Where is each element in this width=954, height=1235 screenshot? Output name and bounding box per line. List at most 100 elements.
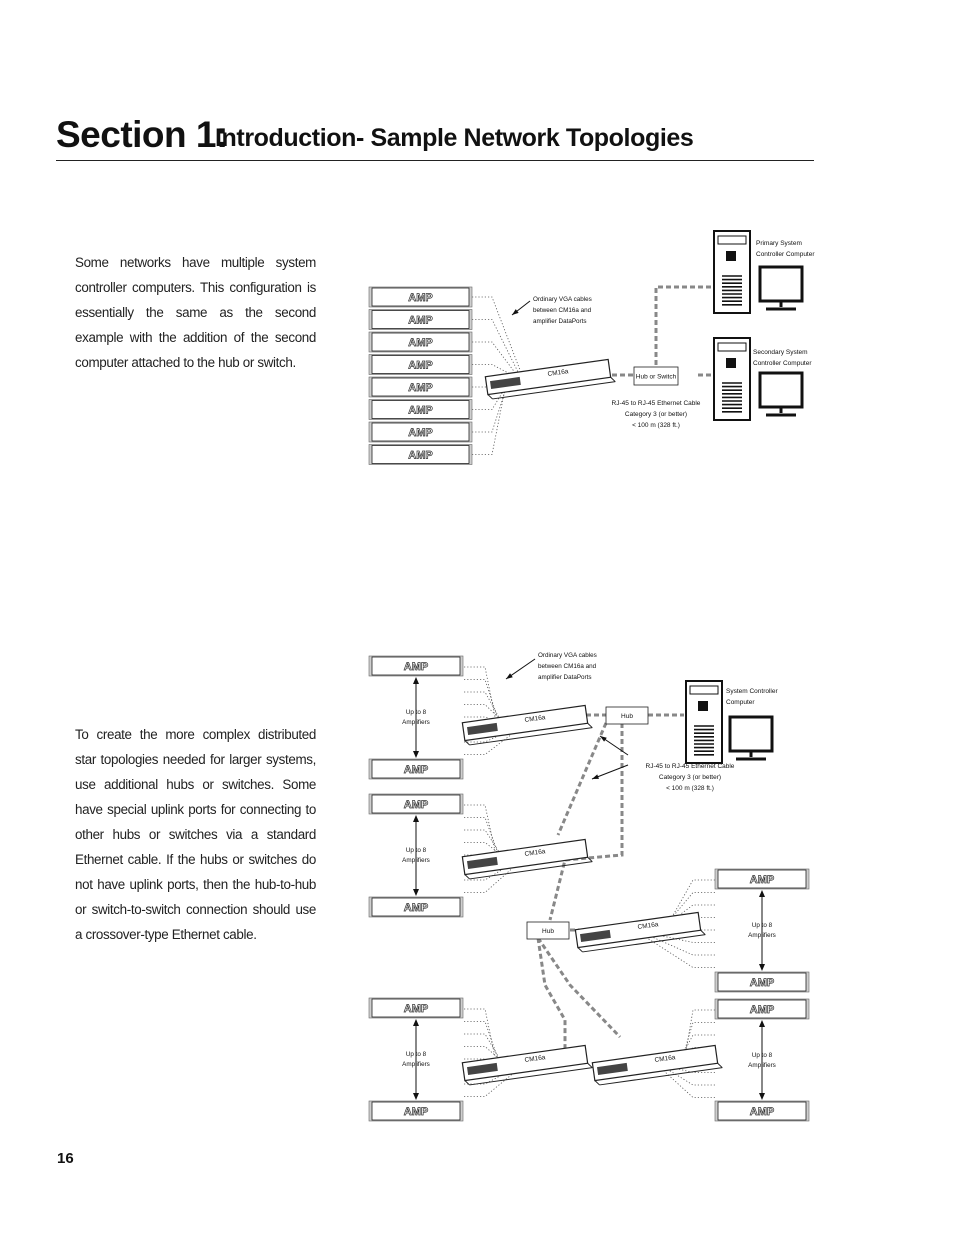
amp-label: AMP [750, 874, 774, 886]
ethernet-cable [536, 937, 567, 1050]
vga-cable [464, 1070, 517, 1097]
amp-label: AMP [404, 1003, 428, 1015]
amp-label: AMP [404, 799, 428, 811]
vga-cable [472, 383, 507, 455]
amp-label: AMP [404, 764, 428, 776]
vga-cable [664, 892, 715, 927]
amplifier-face [371, 287, 470, 307]
amplifier-unit: AMP [368, 376, 473, 398]
hub-label: Hub [621, 713, 633, 720]
vga-cable [464, 1008, 496, 1058]
cm16a-edge [469, 1067, 593, 1086]
vga-cable [649, 935, 715, 956]
amplifier-face [717, 869, 807, 889]
tower-case [713, 230, 751, 314]
system-controller-tower [685, 680, 723, 764]
secondary-computer-label: Controller Computer [753, 360, 812, 367]
arrowhead [413, 1019, 419, 1026]
cm16a-edge [717, 1062, 723, 1069]
vga-cable [464, 829, 502, 856]
section-header: Section 1: Introduction- Sample Network … [56, 112, 814, 161]
cm16a-edge [487, 394, 493, 400]
ethernet-cable-note: < 100 m (328 ft.) [666, 785, 714, 792]
vga-cable [464, 1033, 502, 1062]
amplifier-count-label: Amplifiers [402, 1061, 430, 1068]
amplifier-face [371, 998, 461, 1018]
amplifier-count-label: Up to 8 [406, 847, 427, 854]
ethernet-cable [548, 723, 624, 921]
vga-cable [684, 1009, 715, 1058]
vga-cable [681, 1022, 715, 1060]
vga-cable [472, 296, 521, 371]
vga-cable [464, 728, 514, 743]
monitor-screen [758, 265, 804, 303]
cm16a-edge [492, 381, 616, 400]
arrowhead [413, 1093, 419, 1100]
arrowhead [506, 673, 513, 679]
amplifier-face [717, 972, 807, 992]
cm16a-chassis [461, 704, 589, 742]
amp-label: AMP [408, 292, 432, 304]
arrowhead [759, 1093, 765, 1100]
amplifier-unit: AMP [714, 868, 810, 890]
monitor-icon [758, 265, 804, 311]
vga-cable [646, 937, 715, 968]
amplifier-unit: AMP [368, 421, 473, 443]
amplifier-unit: AMP [714, 1100, 810, 1122]
amplifier-face [371, 759, 461, 779]
amplifier-face [371, 310, 470, 329]
arrowhead [600, 736, 607, 742]
cm16a-port-block [467, 722, 498, 736]
section-number: Section 1: [56, 114, 228, 155]
arrowhead [592, 774, 599, 779]
amplifier-unit: AMP [368, 354, 473, 375]
section-title: Introduction- Sample Network Topologies [215, 124, 694, 152]
cm16a-unit: CM16a [591, 1044, 723, 1086]
ethernet-cable-note: Category 3 (or better) [625, 411, 687, 418]
cm16a-label: CM16a [524, 714, 546, 724]
amp-label: AMP [408, 337, 432, 349]
primary-computer-tower [713, 230, 751, 314]
cm16a-edge [582, 934, 706, 953]
vga-cable [464, 1021, 499, 1060]
tower-case [685, 680, 723, 764]
monitor-screen [728, 715, 774, 753]
cm16a-chassis [484, 358, 612, 396]
cm16a-edge [700, 929, 706, 936]
amplifier-count-label: Up to 8 [406, 1051, 427, 1058]
secondary-computer-tower [713, 337, 751, 421]
cm16a-edge [464, 874, 470, 880]
system-controller-label: Computer [726, 699, 755, 706]
cm16a-edge [587, 722, 593, 729]
arrowhead [413, 815, 419, 822]
cm16a-edge [464, 740, 470, 746]
vga-cable [464, 862, 514, 881]
amplifier-count-label: Amplifiers [402, 857, 430, 864]
amp-label: AMP [408, 315, 432, 327]
cm16a-chassis [591, 1044, 719, 1082]
amplifier-unit: AMP [368, 793, 464, 815]
drive-bay [717, 342, 747, 352]
vga-cable-note: Ordinary VGA cables [538, 652, 597, 659]
arrowhead [512, 309, 519, 315]
vga-cable [464, 730, 517, 755]
amp-label: AMP [750, 977, 774, 989]
ethernet-cable-note: RJ-45 to RJ-45 Ethernet Cable [646, 763, 735, 770]
amp-label: AMP [408, 382, 432, 394]
cm16a-edge [594, 1080, 600, 1086]
amplifier-unit: AMP [368, 331, 473, 353]
cm16a-port-block [467, 856, 498, 870]
paragraph-distributed-star: To create the more complex distributed s… [75, 727, 316, 942]
amplifier-unit: AMP [368, 758, 464, 780]
amplifier-unit: AMP [368, 399, 473, 420]
hub-label: Hub [542, 928, 554, 935]
primary-computer-label: Primary System [756, 240, 802, 247]
primary-computer-label: Controller Computer [756, 251, 815, 258]
vga-cable-note: amplifier DataPorts [538, 674, 592, 681]
vga-cable [464, 842, 505, 858]
vga-cable [667, 879, 715, 925]
arrowhead [413, 889, 419, 896]
amplifier-count-label: Amplifiers [748, 1062, 776, 1069]
amplifier-count-label: Amplifiers [748, 932, 776, 939]
